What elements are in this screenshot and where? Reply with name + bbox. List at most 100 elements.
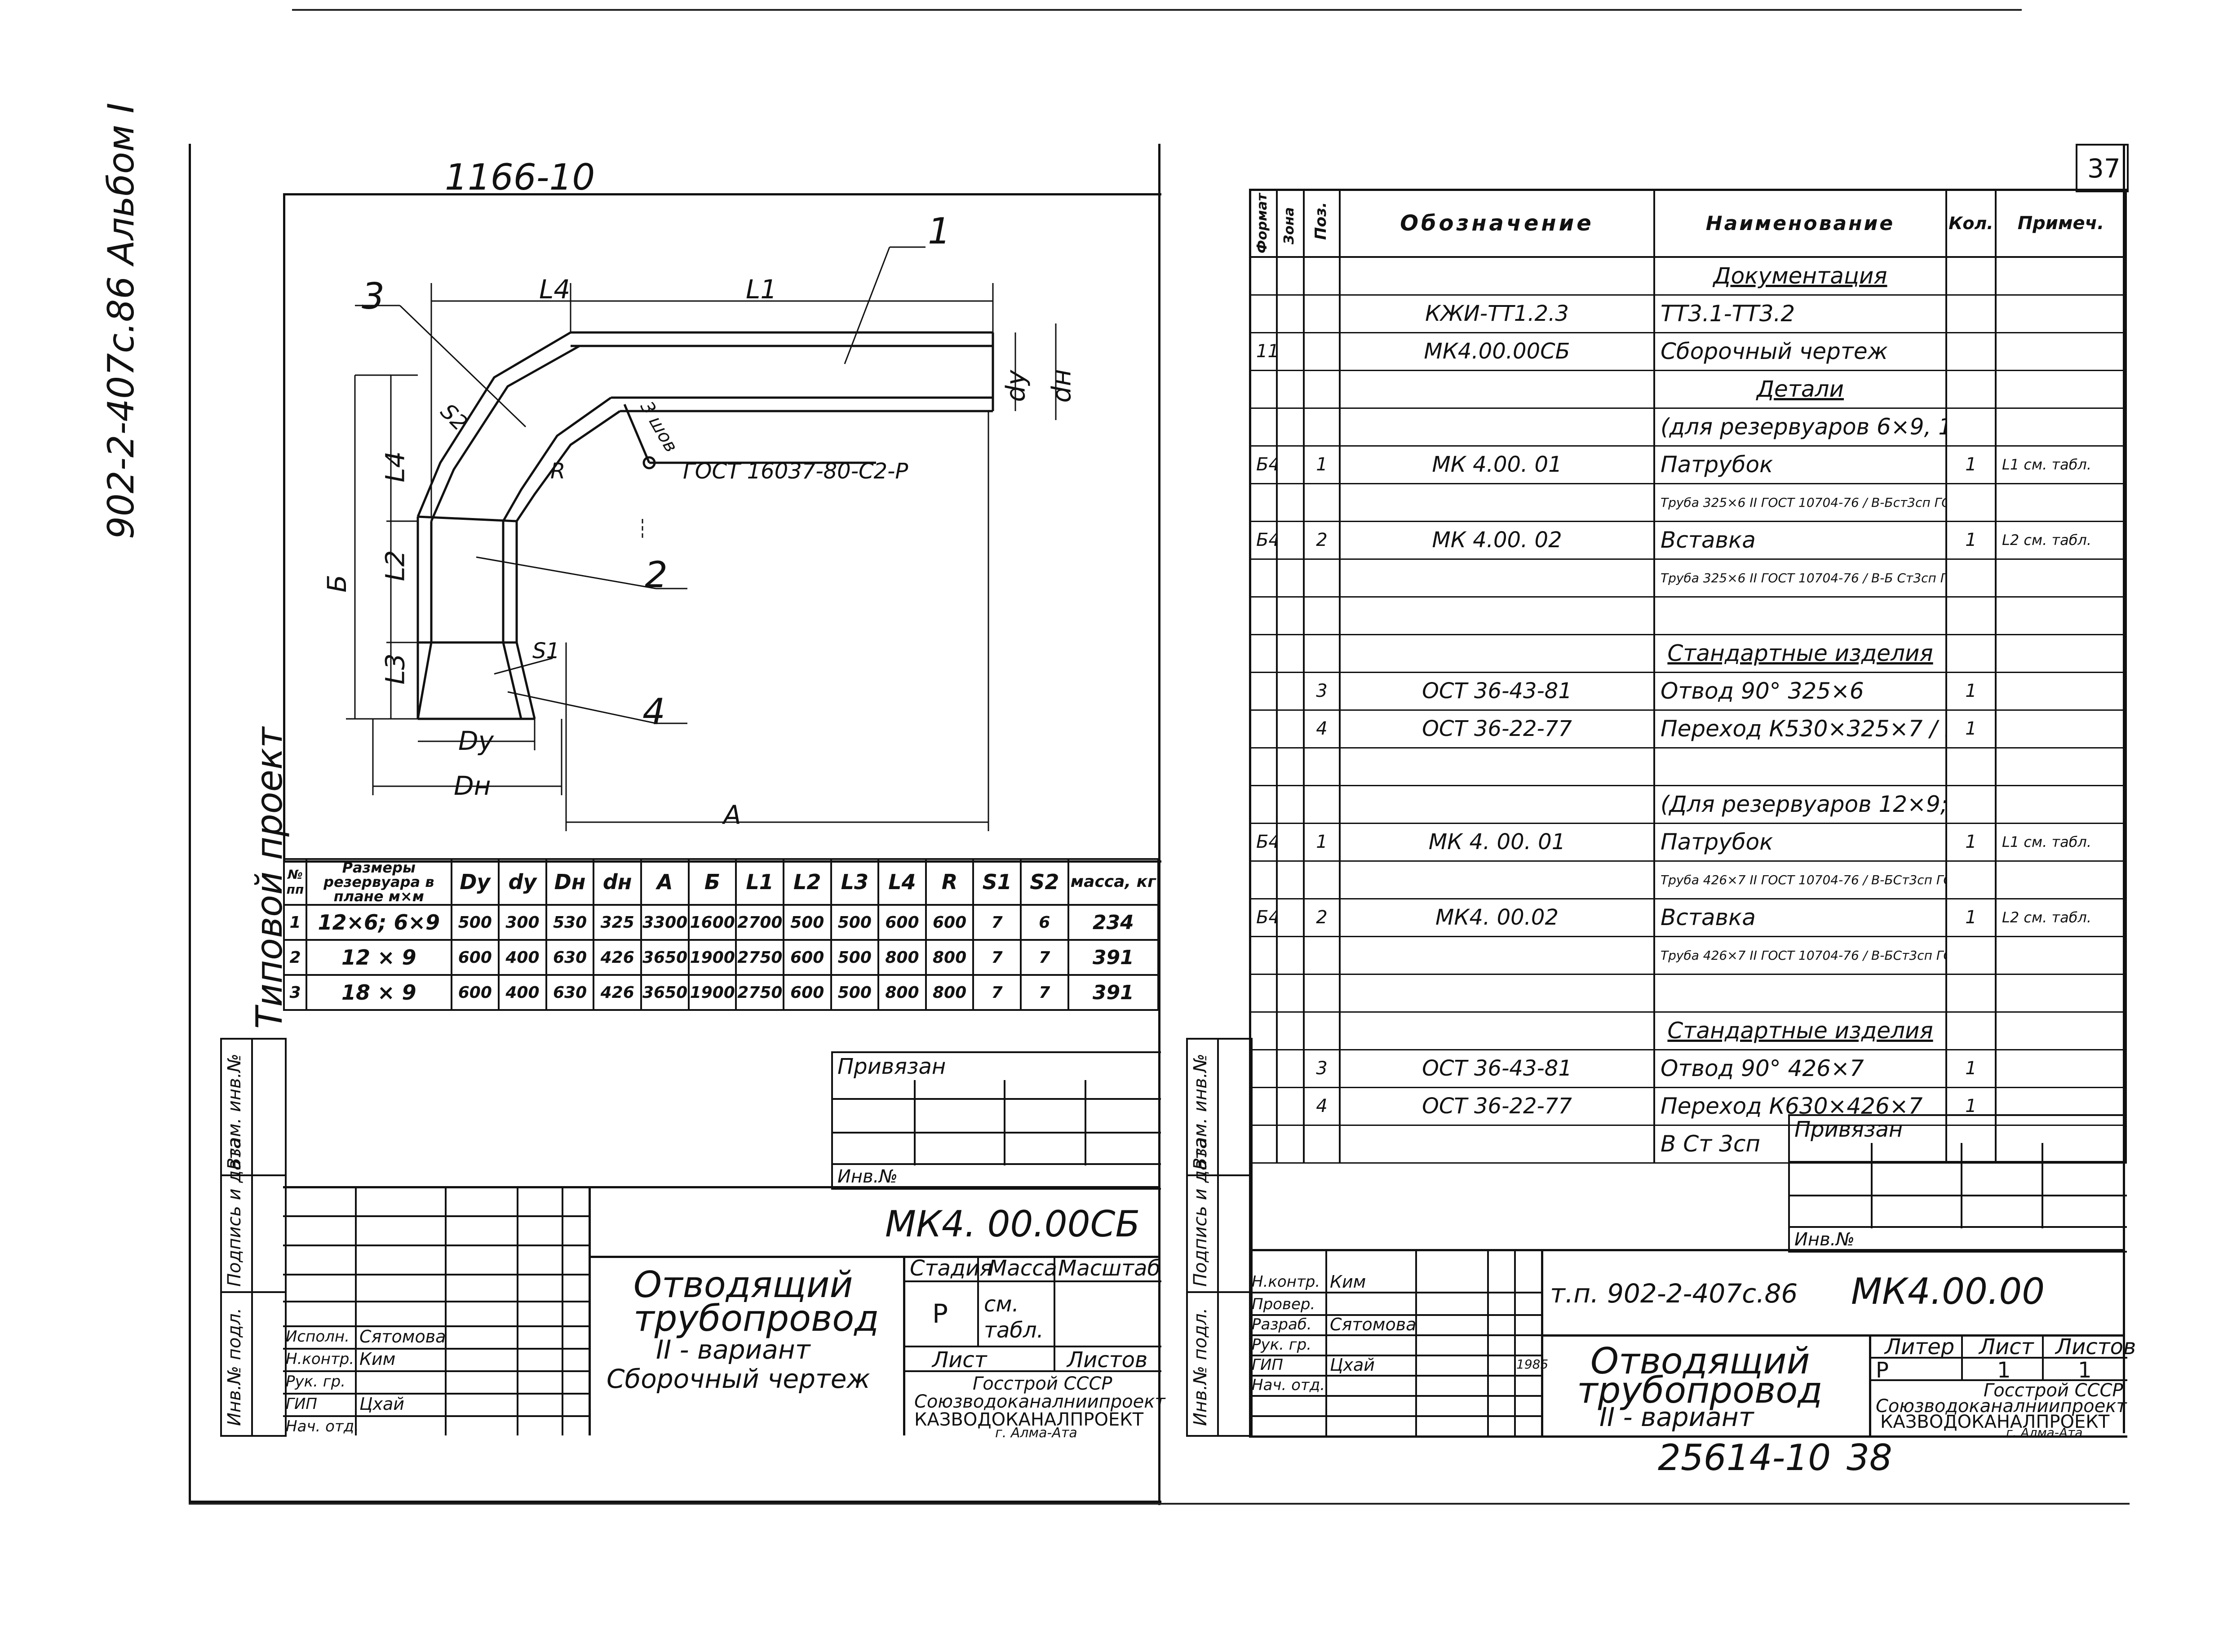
label-l4-vert: L4: [380, 451, 411, 483]
signature-role: Нач. отд.: [1252, 1376, 1325, 1394]
signature-name: Сятомова: [1330, 1315, 1417, 1334]
signature-role: Рук. гр.: [1252, 1336, 1312, 1354]
spec-cell-note: [1995, 332, 2127, 371]
spec-header: Обозначение: [1339, 189, 1655, 258]
spec-cell-name: В Ст 3сп: [1653, 1125, 1947, 1164]
spec-cell-qty: 1: [1945, 1050, 1997, 1088]
spec-cell-zone: [1276, 408, 1305, 447]
sheet-divider: [1158, 144, 1160, 1505]
inv-no-label: Инв.№: [1794, 1229, 1855, 1250]
spec-cell-pos: [1303, 748, 1341, 786]
spec-cell-pos: [1303, 332, 1341, 371]
dims-cell: 400: [498, 974, 547, 1011]
left-title-line-4: Сборочный чертеж: [607, 1364, 870, 1394]
spec-cell-designation: ОСТ 36-43-81: [1339, 672, 1655, 711]
spec-cell-zone: [1276, 936, 1305, 975]
org-line-2: Союзводоканалниипроект: [914, 1391, 1165, 1412]
signature-role: Н.контр.: [1252, 1273, 1320, 1291]
label-a: А: [723, 800, 741, 830]
spec-cell-designation: [1339, 1125, 1655, 1164]
dims-cell: 800: [925, 974, 974, 1011]
spec-cell-pos: 3: [1303, 1050, 1341, 1088]
spec-cell-zone: [1276, 559, 1305, 598]
spec-cell-pos: [1303, 559, 1341, 598]
dims-cell: 600: [782, 974, 832, 1011]
spec-cell-zone: [1276, 295, 1305, 333]
litera-header: Литер: [1885, 1334, 1955, 1360]
dims-header: L3: [830, 858, 880, 906]
spec-cell-format: Б4: [1249, 521, 1278, 560]
spec-row: (для резервуаров 6×9, 12×6): [1249, 408, 2127, 447]
spec-cell-note: L2 см. табл.: [1995, 521, 2127, 560]
spec-cell-name: Переход К530×325×7 / В Ст 3сп: [1653, 710, 1947, 748]
side-title: 902-2-407с.86 Альбом I: [100, 102, 142, 539]
spec-cell-zone: [1276, 672, 1305, 711]
spec-cell-format: [1249, 785, 1278, 824]
spec-row: (Для резервуаров 12×9; 18×9): [1249, 785, 2127, 824]
spec-cell-qty: 1: [1945, 823, 1997, 862]
left-stage-block: Стадия Масса Масштаб Р см. табл. Лист Ли…: [903, 1256, 1165, 1440]
dims-cell: 2700: [735, 904, 784, 941]
mass-value: см. табл.: [984, 1292, 1044, 1343]
dims-cell: 2750: [735, 974, 784, 1011]
dims-cell: 6: [1020, 904, 1069, 941]
spec-cell-format: Б4: [1249, 446, 1278, 484]
spec-cell-format: [1249, 295, 1278, 333]
spec-header: Зона: [1276, 189, 1305, 258]
spec-cell-name: Документация: [1653, 257, 1947, 296]
spec-cell-format: [1249, 634, 1278, 673]
spec-cell-designation: МК4. 00.02: [1339, 899, 1655, 937]
spec-cell-qty: 1: [1945, 446, 1997, 484]
org-line-2: Союзводоканалниипроект: [1876, 1396, 2127, 1417]
spec-cell-name: [1653, 748, 1947, 786]
dims-header: L4: [877, 858, 927, 906]
spec-cell-zone: [1276, 974, 1305, 1013]
spec-cell-pos: [1303, 408, 1341, 447]
spec-cell-qty: [1945, 974, 1997, 1013]
spec-cell-name: Детали: [1653, 370, 1947, 409]
spec-header: Кол.: [1945, 189, 1997, 258]
spec-cell-note: L1 см. табл.: [1995, 446, 2127, 484]
spec-cell-note: [1995, 1050, 2127, 1088]
spec-cell-name: Сборочный чертеж: [1653, 332, 1947, 371]
spec-cell-name: Труба 426×7 II ГОСТ 10704-76 / В-БСт3сп …: [1653, 861, 1947, 899]
dims-table: № пп Размеры резервуара в плане м×м Dy d…: [283, 858, 1160, 1011]
spec-header: Поз.: [1303, 189, 1341, 258]
dims-header: S2: [1020, 858, 1069, 906]
spec-cell-name: Отвод 90° 426×7: [1653, 1050, 1947, 1088]
left-sheet: [189, 144, 1161, 1503]
page-number-box: 37: [2076, 144, 2129, 192]
dims-header: dн: [593, 858, 642, 906]
label-weld: ГОСТ 16037-80-С2-Р: [683, 459, 908, 484]
org-line-4: г. Алма-Ата: [995, 1425, 1077, 1441]
signature-date: 1985: [1516, 1357, 1549, 1372]
dims-cell: 1600: [687, 904, 737, 941]
spec-cell-zone: [1276, 1050, 1305, 1088]
label-dn: dн: [1046, 369, 1077, 403]
dims-cell: 630: [545, 974, 595, 1011]
spec-cell-pos: [1303, 936, 1341, 975]
dims-cell: 391: [1067, 939, 1160, 976]
page-number: 37: [2087, 153, 2121, 184]
stage-value: Р: [932, 1298, 948, 1329]
spec-cell-note: [1995, 1087, 2127, 1126]
spec-row: Труба 426×7 II ГОСТ 10704-76 / В-БСт3сп …: [1249, 861, 2127, 899]
spec-cell-note: L1 см. табл.: [1995, 823, 2127, 862]
dims-cell: 500: [450, 904, 500, 941]
spec-cell-zone: [1276, 446, 1305, 484]
label-l2: L2: [380, 550, 411, 581]
spec-cell-pos: [1303, 974, 1341, 1013]
spec-cell-zone: [1276, 332, 1305, 371]
sheets-header: Листов: [2055, 1334, 2136, 1360]
spec-cell-designation: МК4.00.00СБ: [1339, 332, 1655, 371]
label-dy-upper: Dy: [458, 726, 494, 756]
org-line-3: КАЗВОДОКАНАЛПРОЕКТ: [914, 1409, 1144, 1430]
binding-label: Привязан: [1794, 1117, 1903, 1142]
